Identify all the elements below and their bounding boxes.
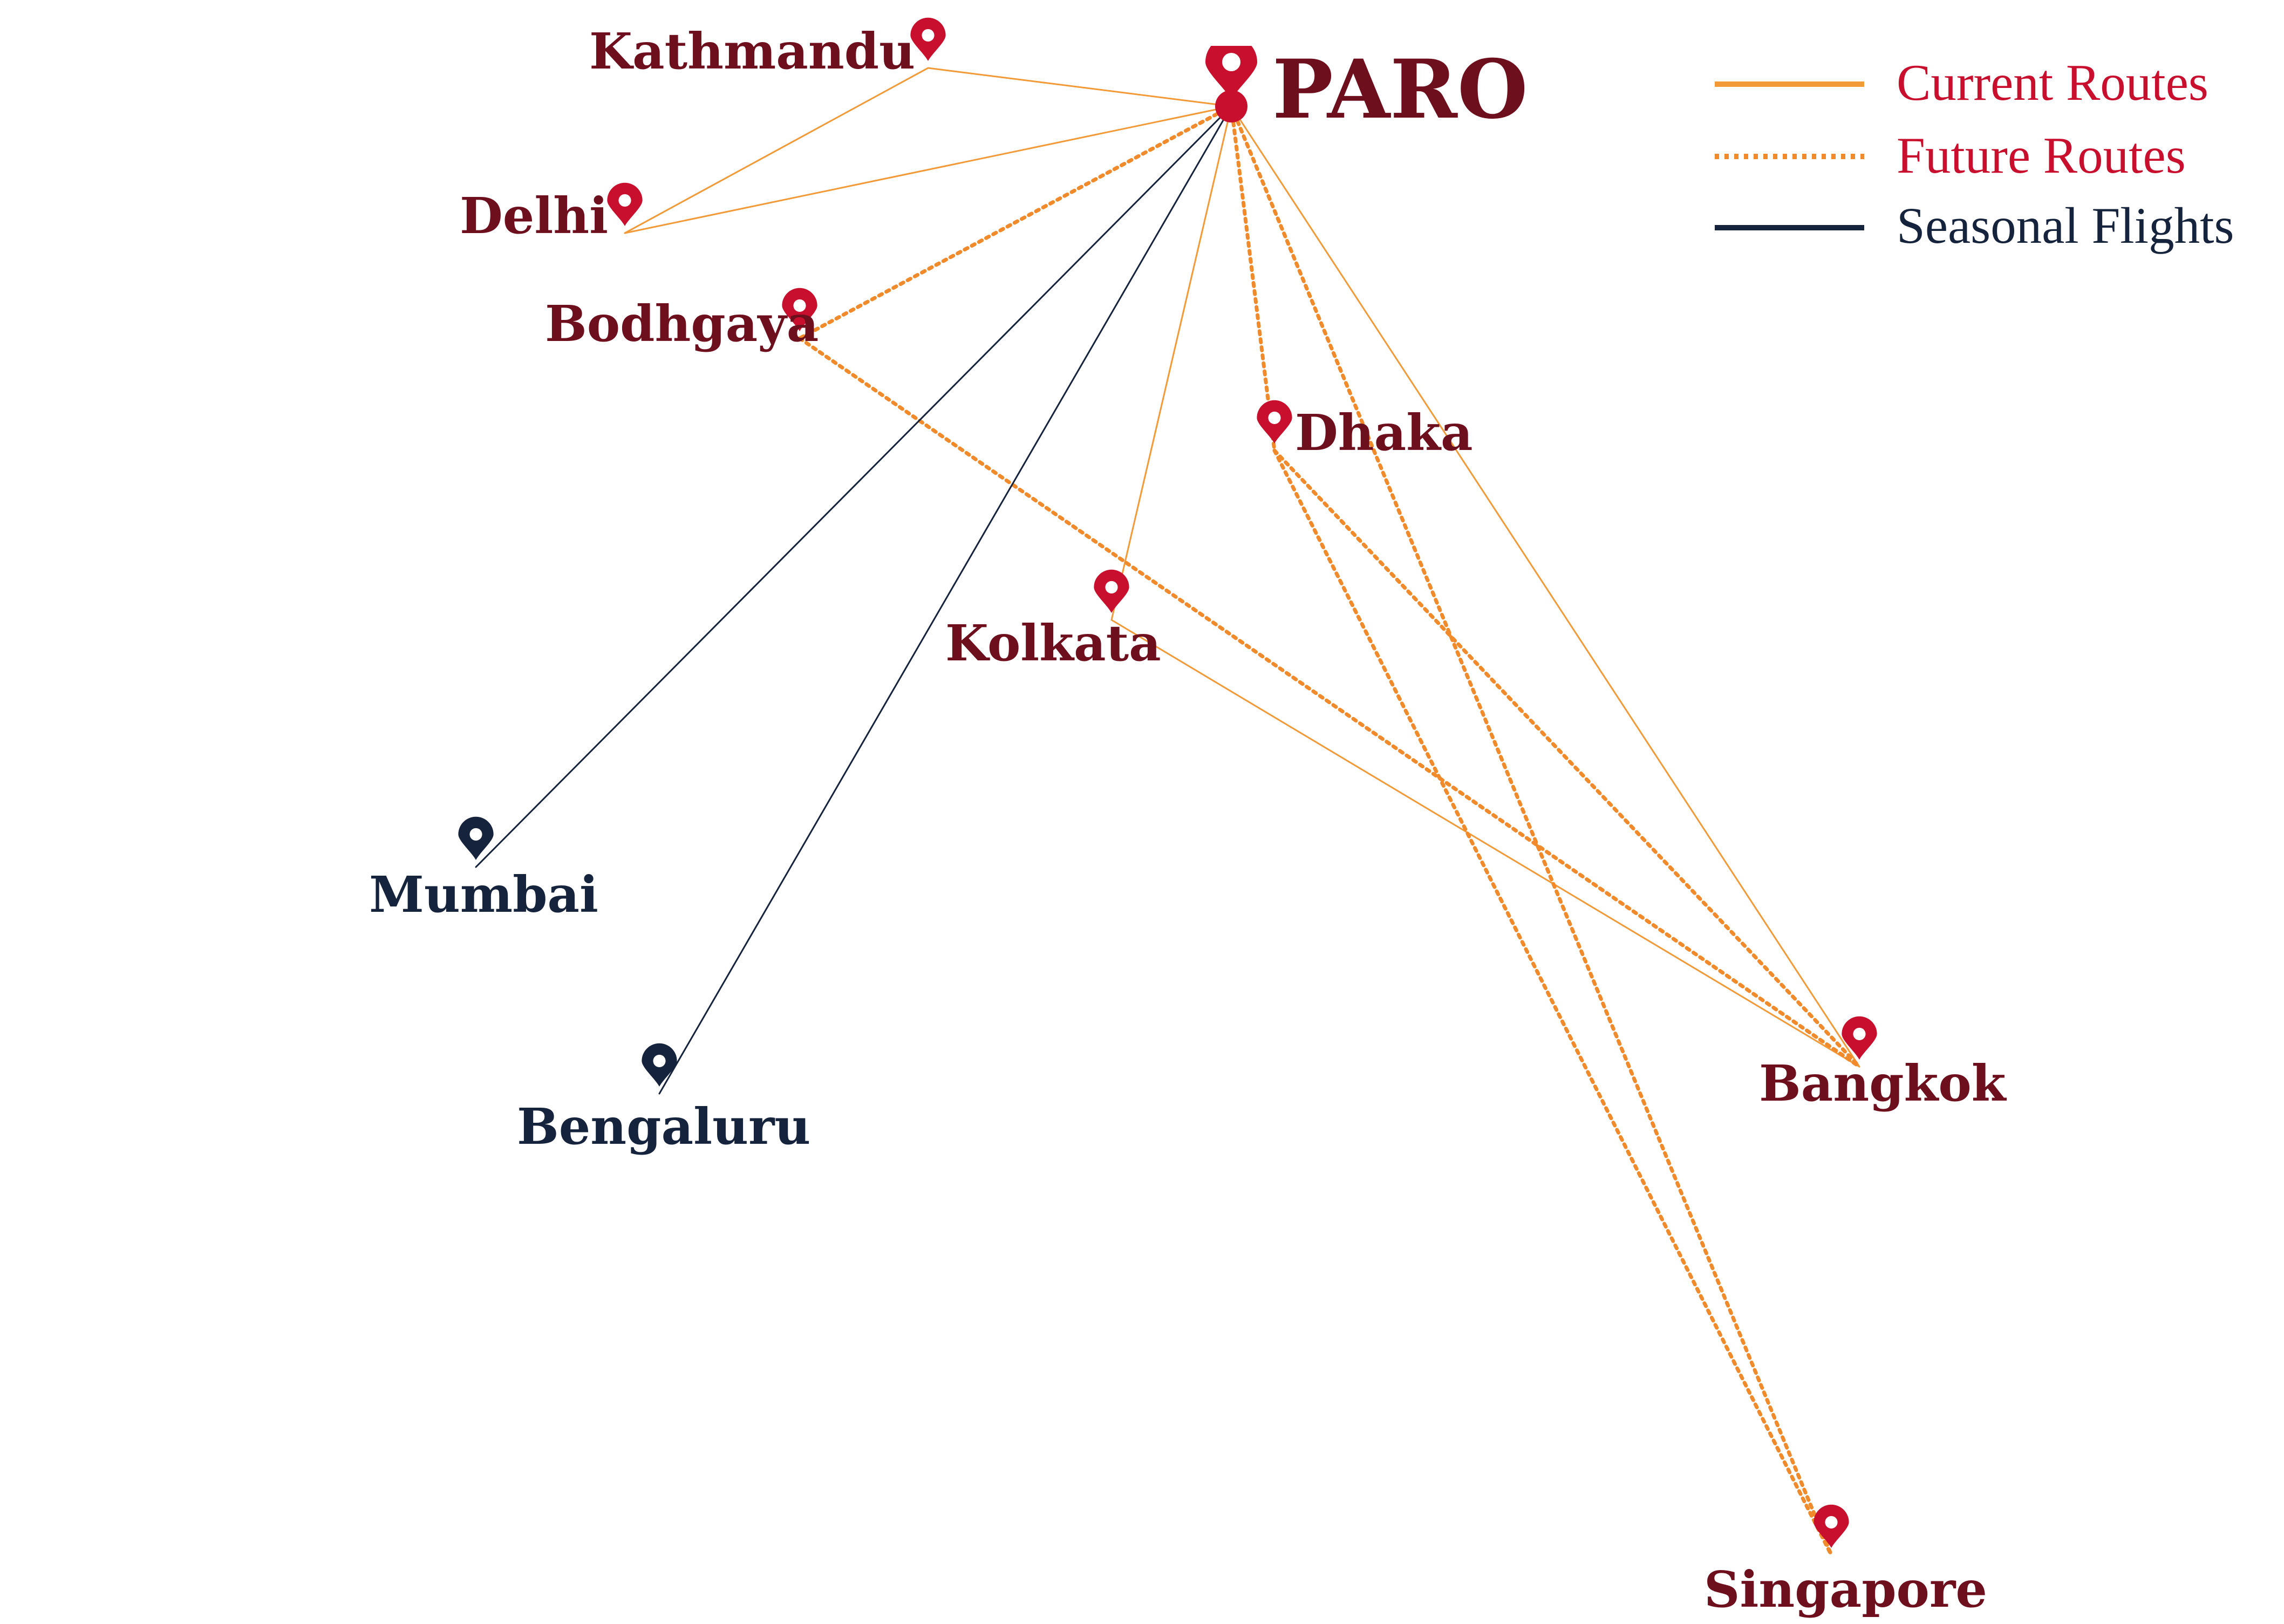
route-future-paro-singapore: [1229, 104, 1833, 1557]
route-current-kathmandu-delhi: [624, 67, 929, 234]
city-bodhgaya[interactable]: Bodhgaya: [545, 288, 819, 353]
route-current-paro-delhi: [624, 105, 1232, 234]
city-mumbai[interactable]: Mumbai: [369, 816, 598, 924]
city-kathmandu[interactable]: Kathmandu: [589, 17, 946, 80]
map-pin-icon: [1813, 1504, 1849, 1548]
routes-layer: [475, 67, 1862, 1557]
legend-item-current: Current Routes: [1715, 54, 2208, 111]
map-pin-icon: [1094, 569, 1129, 613]
city-label-mumbai: Mumbai: [369, 865, 598, 924]
city-label-bodhgaya: Bodhgaya: [545, 295, 819, 353]
city-label-singapore: Singapore: [1704, 1560, 1987, 1619]
city-kolkata[interactable]: Kolkata: [945, 569, 1161, 672]
map-pin-icon: [1257, 400, 1292, 443]
route-current-paro-bangkok: [1230, 105, 1860, 1068]
city-bengaluru[interactable]: Bengaluru: [517, 1043, 810, 1156]
city-dhaka[interactable]: Dhaka: [1257, 400, 1473, 462]
city-label-kolkata: Kolkata: [945, 614, 1161, 672]
route-current-kolkata-bangkok: [1110, 619, 1860, 1068]
hub-dot: [1215, 90, 1247, 122]
city-delhi[interactable]: Delhi: [460, 182, 643, 245]
city-label-bangkok: Bangkok: [1759, 1054, 2007, 1113]
map-pin-icon: [1842, 1016, 1877, 1060]
city-label-kathmandu: Kathmandu: [589, 22, 915, 80]
city-label-dhaka: Dhaka: [1295, 404, 1473, 462]
city-label-delhi: Delhi: [460, 187, 608, 245]
map-pin-icon: [607, 182, 643, 226]
legend-item-seasonal: Seasonal Flights: [1715, 197, 2234, 254]
legend: Current Routes Future Routes Seasonal Fl…: [1715, 54, 2234, 254]
route-current-paro-kathmandu: [927, 67, 1232, 107]
route-seasonal-paro-mumbai: [475, 105, 1232, 868]
city-singapore[interactable]: Singapore: [1704, 1504, 1987, 1619]
legend-label-current: Current Routes: [1897, 54, 2208, 111]
route-future-dhaka-singapore: [1272, 448, 1833, 1557]
route-future-paro-bodhgaya: [797, 104, 1233, 340]
legend-item-future: Future Routes: [1715, 127, 2186, 184]
city-bangkok[interactable]: Bangkok: [1759, 1016, 2007, 1113]
route-future-dhaka-bangkok: [1272, 448, 1862, 1069]
map-pin-icon: [642, 1043, 677, 1087]
city-label-bengaluru: Bengaluru: [517, 1097, 810, 1156]
route-seasonal-paro-bengaluru: [658, 105, 1232, 1095]
legend-label-future: Future Routes: [1897, 127, 2186, 184]
map-pin-icon: [1205, 46, 1257, 100]
hub-label: PARO: [1272, 42, 1528, 137]
route-future-bodhgaya-bangkok: [797, 336, 1862, 1069]
hub-paro[interactable]: PARO: [1205, 36, 1528, 137]
map-pin-icon: [910, 17, 946, 62]
route-current-paro-kolkata: [1110, 105, 1232, 621]
legend-label-seasonal: Seasonal Flights: [1897, 197, 2234, 254]
route-future-paro-dhaka: [1229, 104, 1277, 453]
